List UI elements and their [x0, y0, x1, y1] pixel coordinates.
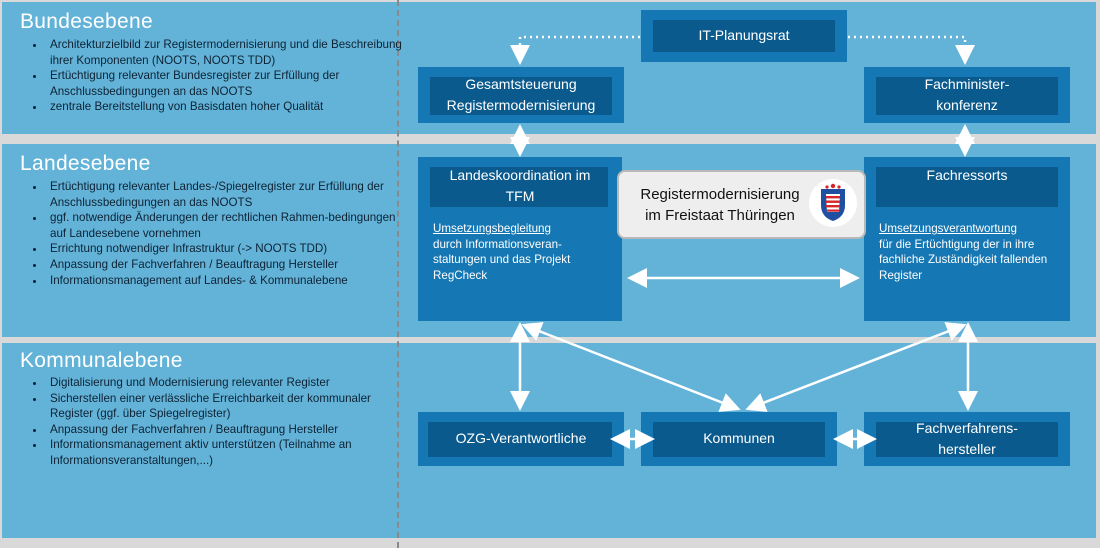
box-title: Fachressorts [926, 167, 1008, 183]
center-title: Registermodernisierung im Freistaat Thür… [640, 186, 800, 224]
box-description: Umsetzungsbegleitung durch Informationsv… [433, 221, 611, 283]
box-landeskoordination: Landeskoordination im TFM Umsetzungsbegl… [418, 157, 622, 321]
bullet-list-land: Ertüchtigung relevanter Landes-/Spiegelr… [30, 179, 411, 288]
dotted-connector-right [848, 35, 975, 65]
box-title: Gesamtsteuerung Registermodernisierung [446, 76, 596, 113]
box-fachministerkonferenz: Fachminister- konferenz [864, 67, 1070, 123]
bullet-item: Anpassung der Fachverfahren / Beauftragu… [46, 257, 411, 273]
level-title-land: Landesebene [20, 152, 151, 175]
bullet-item: Sicherstellen einer verlässliche Erreich… [46, 391, 411, 422]
box-it-planungsrat: IT-Planungsrat [641, 10, 847, 62]
center-card-registermodernisierung: Registermodernisierung im Freistaat Thür… [617, 170, 866, 239]
dotted-connector-left [510, 35, 640, 65]
box-title: Kommunen [703, 430, 775, 446]
box-fachverfahrenshersteller: Fachverfahrens- hersteller [864, 412, 1070, 466]
bullet-item: Ertüchtigung relevanter Bundesregister z… [46, 68, 411, 99]
arrow-landeskoordination-kommunen [521, 322, 741, 412]
level-title-komm: Kommunalebene [20, 349, 183, 372]
bullet-item: zentrale Bereitstellung von Basisdaten h… [46, 99, 411, 115]
box-title: Fachverfahrens- hersteller [916, 420, 1018, 457]
box-gesamtsteuerung: Gesamtsteuerung Registermodernisierung [418, 67, 624, 123]
bullet-list-komm: Digitalisierung und Modernisierung relev… [30, 375, 411, 469]
box-kommunen: Kommunen [641, 412, 837, 466]
bullet-item: ggf. notwendige Änderungen der rechtlich… [46, 210, 411, 241]
box-title: IT-Planungsrat [698, 27, 790, 43]
box-ozg-verantwortliche: OZG-Verantwortliche [418, 412, 624, 466]
box-title: Fachminister- konferenz [924, 76, 1010, 113]
level-title-bund: Bundesebene [20, 10, 153, 33]
bullet-item: Anpassung der Fachverfahren / Beauftragu… [46, 422, 411, 438]
arrow-fachressorts-kommunen [745, 322, 967, 412]
bullet-item: Ertüchtigung relevanter Landes-/Spiegelr… [46, 179, 411, 210]
dashed-divider [397, 0, 399, 548]
bullet-list-bund: Architekturzielbild zur Registermodernis… [30, 37, 411, 115]
bullet-item: Informationsmanagement aktiv unterstütze… [46, 437, 411, 468]
bullet-item: Informationsmanagement auf Landes- & Kom… [46, 273, 411, 289]
description-head: Umsetzungsverantwortung [879, 222, 1017, 235]
box-description: Umsetzungsverantwortung für die Ertüchti… [879, 221, 1059, 283]
bullet-item: Errichtung notwendiger Infrastruktur (->… [46, 241, 411, 257]
description-rest: für die Ertüchtigung der in ihre fachlic… [879, 237, 1048, 282]
box-title: Landeskoordination im TFM [449, 167, 591, 204]
description-head: Umsetzungsbegleitung [433, 222, 551, 235]
thuringia-coat-of-arms-icon [809, 179, 857, 227]
bullet-item: Architekturzielbild zur Registermodernis… [46, 37, 411, 68]
box-fachressorts: Fachressorts Umsetzungsverantwortung für… [864, 157, 1070, 321]
bullet-item: Digitalisierung und Modernisierung relev… [46, 375, 411, 391]
box-title: OZG-Verantwortliche [455, 430, 587, 446]
description-rest: durch Informationsveran-staltungen und d… [433, 237, 571, 282]
